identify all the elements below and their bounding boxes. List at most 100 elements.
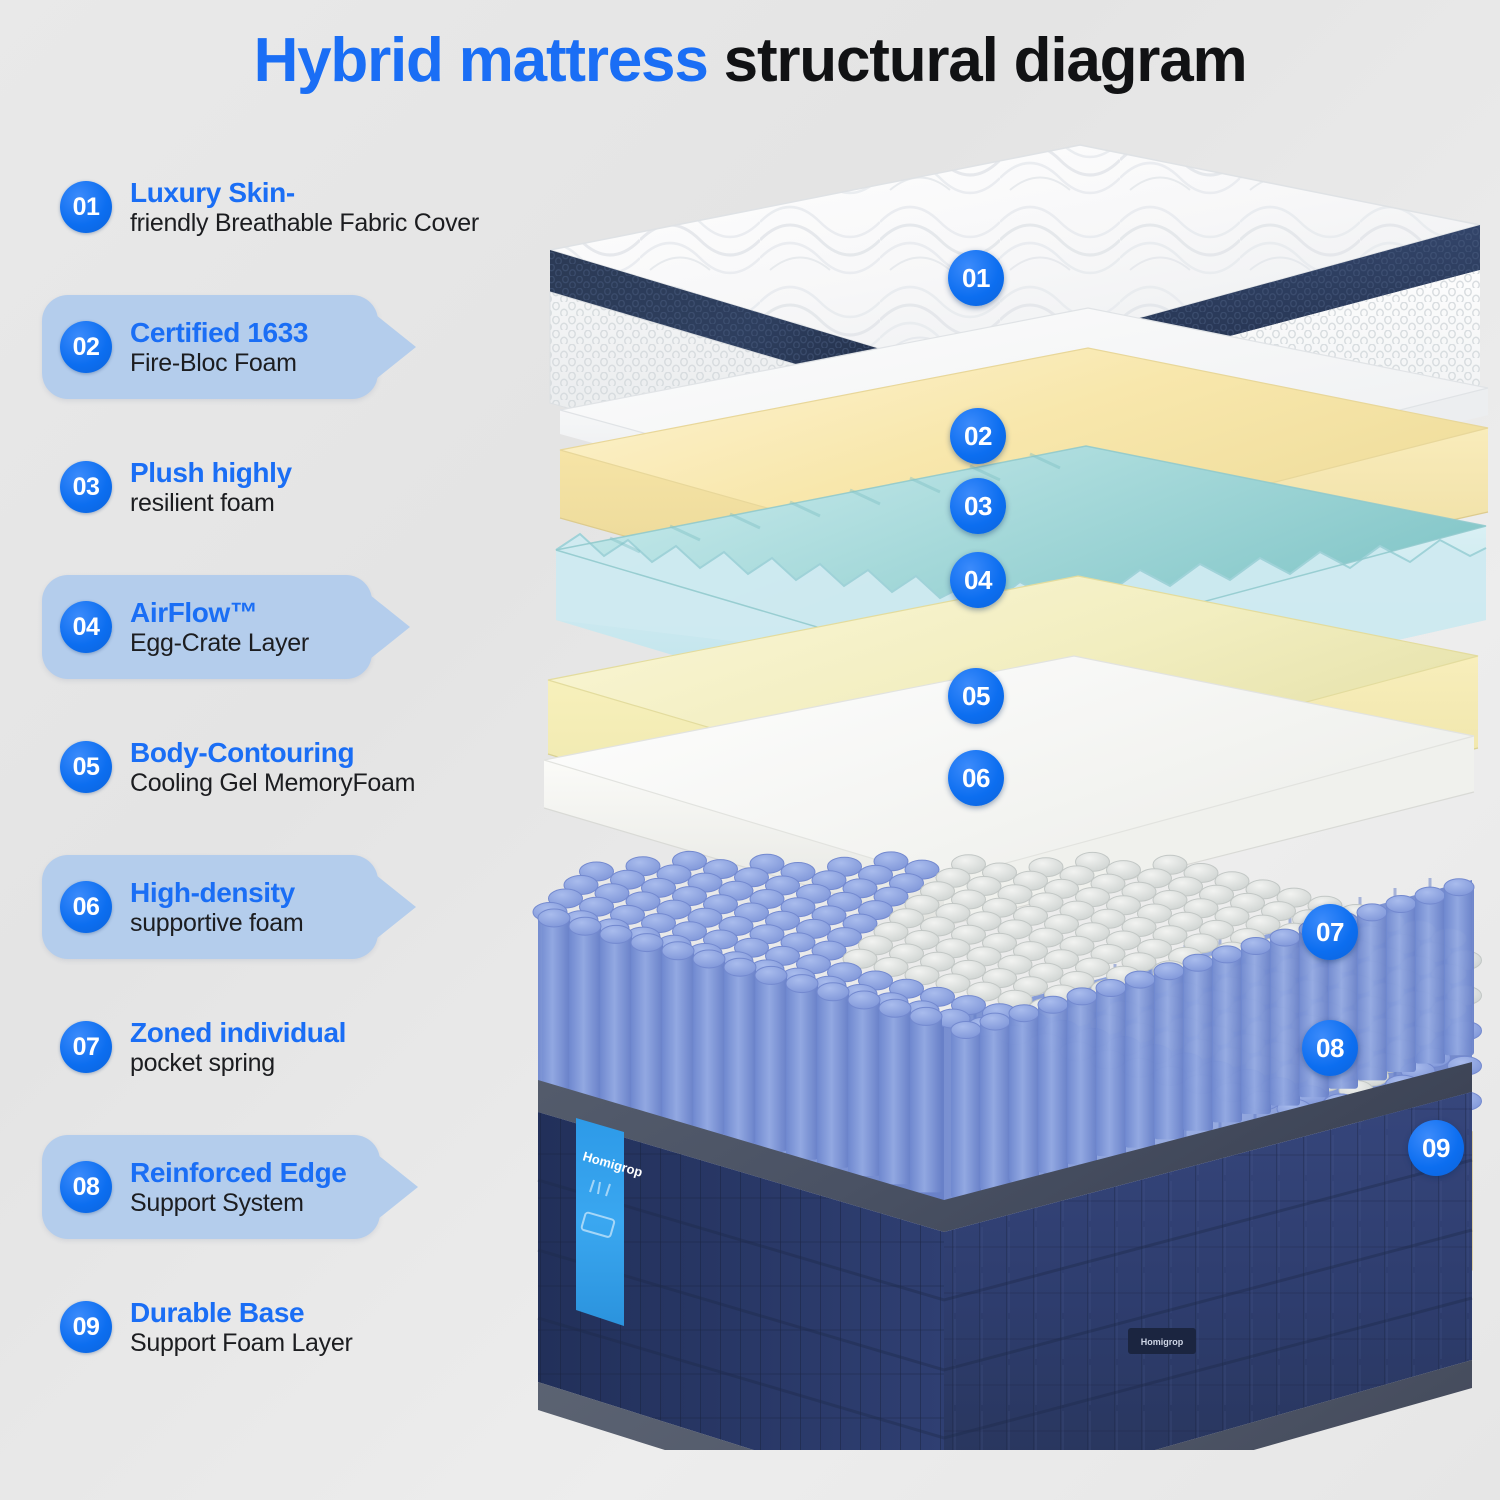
spring-pocket-body xyxy=(951,1030,981,1198)
page-title: Hybrid mattress structural diagram xyxy=(0,28,1500,93)
bubble-tail-icon xyxy=(378,1155,418,1219)
spring-pocket-top xyxy=(878,998,912,1018)
spring-pocket-body xyxy=(1038,1004,1068,1173)
legend-number-08: 08 xyxy=(60,1161,112,1213)
spring-pocket-body xyxy=(879,1008,911,1185)
legend-text-08: Reinforced Edge Support System xyxy=(130,1156,347,1217)
bubble-tail-icon xyxy=(376,315,416,379)
diagram-badge-06[interactable]: 06 xyxy=(948,750,1004,806)
legend-item-06[interactable]: 06 High-density supportive foam xyxy=(42,855,416,959)
legend-subtitle-05: Cooling Gel MemoryFoam xyxy=(130,768,416,797)
spring-pocket-top xyxy=(1066,987,1098,1006)
legend-title-06: High-density xyxy=(130,876,295,908)
spring-pocket-body xyxy=(538,918,570,1094)
legend-item-07[interactable]: 07 Zoned individual pocket spring xyxy=(42,995,512,1099)
legend-number-09: 09 xyxy=(60,1301,112,1353)
spring-pocket-body xyxy=(1357,912,1387,1081)
legend-subtitle-03: resilient foam xyxy=(130,488,275,517)
legend-text-03: Plush highly resilient foam xyxy=(130,457,292,517)
legend-subtitle-07: pocket spring xyxy=(130,1048,275,1077)
legend-item-09[interactable]: 09 Durable Base Support Foam Layer xyxy=(42,1275,512,1379)
diagram-badge-04[interactable]: 04 xyxy=(950,552,1006,608)
spring-pocket-body xyxy=(1125,979,1155,1148)
spring-pocket-body xyxy=(693,959,725,1135)
spring-pocket-body xyxy=(817,991,849,1168)
spring-pocket-body xyxy=(1067,996,1097,1165)
spring-pocket-top xyxy=(1211,945,1243,964)
layer-pocket-springs xyxy=(532,850,1482,1210)
legend-item-05[interactable]: 05 Body-Contouring Cooling Gel MemoryFoa… xyxy=(42,715,512,819)
legend-subtitle-01: friendly Breathable Fabric Cover xyxy=(130,208,479,237)
legend-title-08: Reinforced Edge xyxy=(130,1156,347,1188)
mattress-base: Homigrop Homigrop xyxy=(537,1062,1473,1450)
spring-pocket-top xyxy=(1124,970,1156,989)
spring-pocket-body xyxy=(1183,962,1213,1131)
spring-pocket-top xyxy=(754,965,788,985)
diagram-badge-03[interactable]: 03 xyxy=(950,478,1006,534)
legend-subtitle-09: Support Foam Layer xyxy=(130,1328,353,1357)
legend-text-04: AirFlow™ Egg-Crate Layer xyxy=(130,597,309,657)
spring-pocket-top xyxy=(661,941,695,961)
legend-number-05: 05 xyxy=(60,741,112,793)
legend-subtitle-04: Egg-Crate Layer xyxy=(130,628,309,657)
spring-pocket-body xyxy=(662,950,694,1127)
spring-pocket-top xyxy=(630,933,664,953)
spring-pocket-top xyxy=(723,957,757,977)
spring-pocket-top xyxy=(1182,953,1214,972)
spring-pocket-top xyxy=(1269,928,1301,947)
spring-pocket-top xyxy=(599,924,633,944)
spring-pocket-top xyxy=(1385,895,1417,913)
legend-number-02: 02 xyxy=(60,321,112,373)
legend-text-09: Durable Base Support Foam Layer xyxy=(130,1297,353,1357)
legend-title-04: AirFlow™ xyxy=(130,596,258,628)
tag-mattress-icon xyxy=(580,1179,616,1238)
spring-pocket-body xyxy=(1444,887,1474,1056)
spring-pocket-body xyxy=(1241,946,1271,1114)
diagram-badge-02[interactable]: 02 xyxy=(950,408,1006,464)
spring-pocket-body xyxy=(848,1000,880,1176)
diagram-badge-09[interactable]: 09 xyxy=(1408,1120,1464,1176)
legend-item-03[interactable]: 03 Plush highly resilient foam xyxy=(42,435,512,539)
diagram-badge-08[interactable]: 08 xyxy=(1302,1020,1358,1076)
legend-number-01: 01 xyxy=(60,181,112,233)
spring-pocket-body xyxy=(980,1021,1010,1190)
spring-pocket-top xyxy=(692,949,726,969)
spring-pocket-top xyxy=(909,1006,943,1026)
legend-text-06: High-density supportive foam xyxy=(130,876,304,937)
legend-subtitle-02: Fire-Bloc Foam xyxy=(130,348,297,377)
bubble-tail-icon xyxy=(376,875,416,939)
spring-pocket-top xyxy=(979,1012,1011,1031)
diagram-badge-05[interactable]: 05 xyxy=(948,668,1004,724)
spring-pocket-body xyxy=(910,1016,942,1193)
spring-pocket-top xyxy=(1037,995,1069,1014)
quilt-seams xyxy=(537,1158,1473,1440)
legend-list: 01 Luxury Skin- friendly Breathable Fabr… xyxy=(42,155,512,1415)
spring-pocket-body xyxy=(1415,895,1445,1064)
spring-pocket-top xyxy=(1095,979,1127,997)
spring-pocket-body xyxy=(1154,971,1184,1140)
legend-subtitle-06: supportive foam xyxy=(130,908,304,937)
spring-pocket-top xyxy=(847,990,881,1010)
spring-pocket-top xyxy=(1414,886,1446,905)
legend-number-04: 04 xyxy=(60,601,112,653)
spring-pocket-body xyxy=(724,967,756,1144)
spring-pocket-top xyxy=(1240,937,1272,955)
legend-number-07: 07 xyxy=(60,1021,112,1073)
legend-text-02: Certified 1633 Fire-Bloc Foam xyxy=(130,317,308,377)
spring-pocket-body xyxy=(1212,954,1242,1123)
spring-pocket-body xyxy=(600,934,632,1111)
legend-title-02: Certified 1633 xyxy=(130,316,309,348)
spring-pocket-body xyxy=(1270,937,1300,1106)
legend-item-01[interactable]: 01 Luxury Skin- friendly Breathable Fabr… xyxy=(42,155,512,259)
mattress-exploded-diagram: Homigrop Homigrop 01 02 03 04 05 06 07 0… xyxy=(520,120,1500,1450)
legend-item-08[interactable]: 08 Reinforced Edge Support System xyxy=(42,1135,418,1239)
spring-pocket-top xyxy=(1443,878,1475,897)
legend-item-04[interactable]: 04 AirFlow™ Egg-Crate Layer xyxy=(42,575,410,679)
spring-pocket-top xyxy=(1008,1004,1040,1023)
spring-pocket-top xyxy=(568,916,602,936)
diagram-badge-01[interactable]: 01 xyxy=(948,250,1004,306)
legend-title-01: Luxury Skin- xyxy=(130,176,295,208)
bubble-tail-icon xyxy=(370,595,410,659)
legend-item-02[interactable]: 02 Certified 1633 Fire-Bloc Foam xyxy=(42,295,416,399)
diagram-badge-07[interactable]: 07 xyxy=(1302,904,1358,960)
